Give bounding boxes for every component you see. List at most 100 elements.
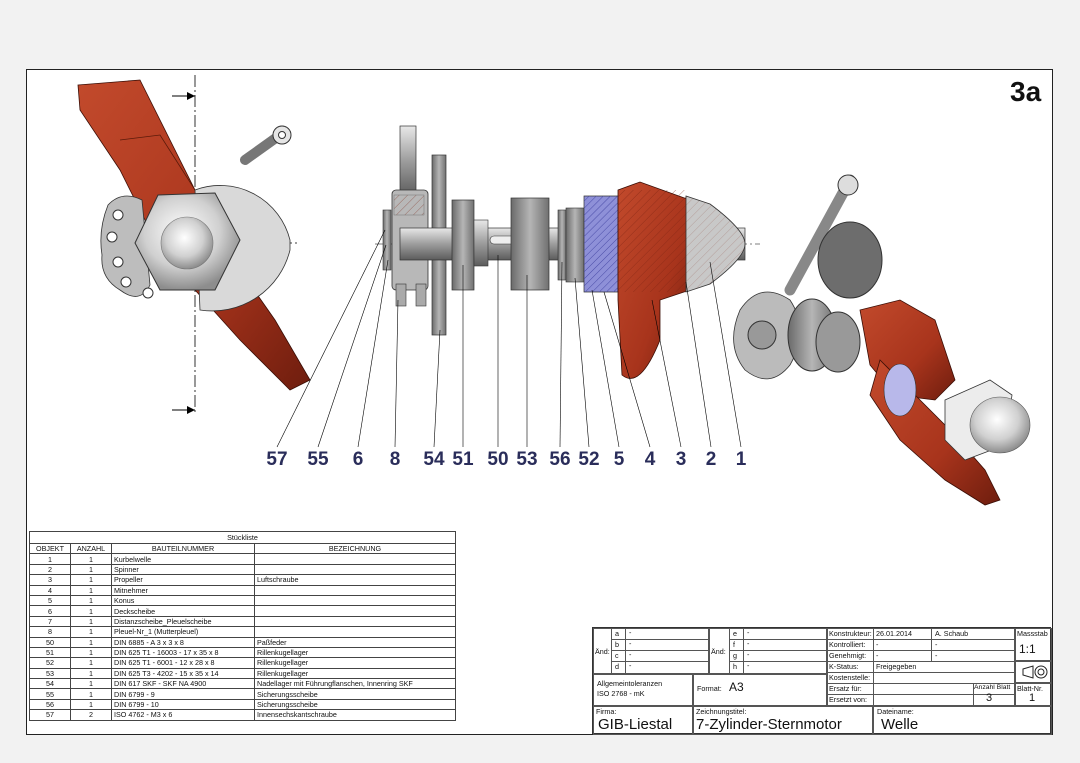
aend-label-left: Änd: — [595, 647, 610, 656]
table-cell: DIN 6885 - A 3 x 3 x 8 — [111, 636, 255, 648]
table-cell: 5 — [29, 594, 71, 607]
table-cell: 1 — [70, 615, 112, 628]
zeichnungstitel-cell — [693, 706, 873, 735]
table-cell: 56 — [29, 698, 71, 711]
konstrukteur-name: A. Schaub — [935, 629, 969, 638]
table-cell: Rillenkugellager — [254, 667, 456, 680]
anzahl-blatt-label: Anzahl Blatt — [974, 684, 1011, 691]
sheet-number: 3a — [1010, 76, 1042, 107]
table-cell: 53 — [29, 667, 71, 680]
table-cell: Luftschraube — [254, 574, 456, 586]
callout-2: 2 — [705, 449, 717, 470]
table-cell: 1 — [70, 553, 112, 565]
table-cell — [254, 553, 456, 565]
kontrolliert-date: - — [876, 640, 879, 649]
table-cell: Sicherungsscheibe — [254, 688, 456, 700]
table-cell — [254, 594, 456, 607]
table-cell: 1 — [29, 553, 71, 565]
kstatus-label: K-Status: — [829, 662, 859, 671]
table-cell: DIN 625 T1 - 16003 - 17 x 35 x 8 — [111, 646, 255, 659]
table-cell: ISO 4762 - M3 x 6 — [111, 709, 255, 721]
rev-mark: - — [747, 661, 750, 670]
kontrolliert-label: Kontrolliert: — [829, 640, 866, 649]
format-value: A3 — [729, 680, 744, 694]
rev-letter: e — [733, 629, 737, 638]
table-cell: 1 — [70, 626, 112, 638]
table-cell: 1 — [70, 594, 112, 607]
callout-3: 3 — [675, 449, 687, 470]
title-block: Änd: a b c d - - - - Änd: e f g h - - - … — [592, 627, 1052, 735]
callout-8: 8 — [389, 449, 401, 470]
table-cell: DIN 6799 - 10 — [111, 698, 255, 711]
revision-table-right — [709, 628, 827, 674]
dateiname-value: Welle — [881, 716, 919, 733]
callout-52: 52 — [578, 449, 600, 470]
callout-50: 50 — [487, 449, 509, 470]
blatt-nr-label: Blatt-Nr. — [1017, 684, 1043, 693]
table-cell: 8 — [29, 626, 71, 638]
table-cell: 4 — [29, 584, 71, 596]
table-cell — [254, 563, 456, 576]
table-cell: 1 — [70, 636, 112, 648]
firma-cell — [593, 706, 693, 735]
table-cell: Deckscheibe — [111, 605, 255, 617]
parts-list-table: Stückliste OBJEKT ANZAHL BAUTEILNUMMER B… — [29, 531, 456, 721]
callout-4: 4 — [644, 449, 656, 470]
dateiname-label: Dateiname: — [877, 707, 914, 716]
kstatus-value: Freigegeben — [876, 662, 917, 671]
table-cell: 52 — [29, 657, 71, 669]
rev-mark: - — [629, 650, 632, 659]
callout-53: 53 — [516, 449, 538, 470]
rev-letter: a — [615, 629, 619, 638]
parts-list-title: Stückliste — [29, 531, 456, 543]
table-cell: 1 — [70, 698, 112, 711]
genehmigt-date: - — [876, 651, 879, 660]
table-cell: 2 — [29, 563, 71, 576]
exploded-view-illustration — [77, 75, 1031, 506]
rev-letter: b — [615, 640, 619, 649]
table-cell: Distanzscheibe_Pleuelscheibe — [111, 615, 255, 628]
table-cell: DIN 6799 - 9 — [111, 688, 255, 700]
table-cell: 1 — [70, 563, 112, 576]
table-cell: Pleuel-Nr_1 (Mutterpleuel) — [111, 626, 255, 638]
toleranzen-line2: ISO 2768 - mK — [597, 689, 645, 698]
kontrolliert-name: - — [935, 640, 938, 649]
massstab-label: Massstab — [1017, 629, 1048, 638]
rev-letter: c — [615, 651, 619, 660]
table-cell: Innensechskantschraube — [254, 709, 456, 721]
rev-letter: g — [733, 651, 737, 660]
callout-5: 5 — [613, 449, 625, 470]
zeichnungstitel-label: Zeichnungstitel: — [696, 707, 747, 716]
callout-54: 54 — [423, 449, 445, 470]
table-cell: Sicherungsscheibe — [254, 698, 456, 711]
table-cell: 3 — [29, 574, 71, 586]
isometric-view — [733, 174, 1031, 506]
zeichnungstitel-value: 7-Zylinder-Sternmotor — [696, 716, 842, 733]
approvals-area — [827, 628, 1015, 706]
table-cell: 50 — [29, 636, 71, 648]
table-cell: 51 — [29, 646, 71, 659]
anzahl-blatt-cell — [973, 683, 1015, 706]
header-bauteilnummer: BAUTEILNUMMER — [111, 542, 255, 555]
table-cell: DIN 617 SKF - SKF NA 4900 — [111, 678, 255, 690]
firma-label: Firma: — [596, 707, 617, 716]
table-cell — [254, 584, 456, 596]
rev-mark: - — [629, 661, 632, 670]
table-cell: 7 — [29, 615, 71, 628]
konstrukteur-label: Konstrukteur: — [829, 629, 872, 638]
projection-symbol-icon — [1022, 665, 1048, 679]
table-cell — [254, 605, 456, 617]
table-cell: 1 — [70, 667, 112, 680]
blatt-nr-cell — [1015, 683, 1052, 706]
